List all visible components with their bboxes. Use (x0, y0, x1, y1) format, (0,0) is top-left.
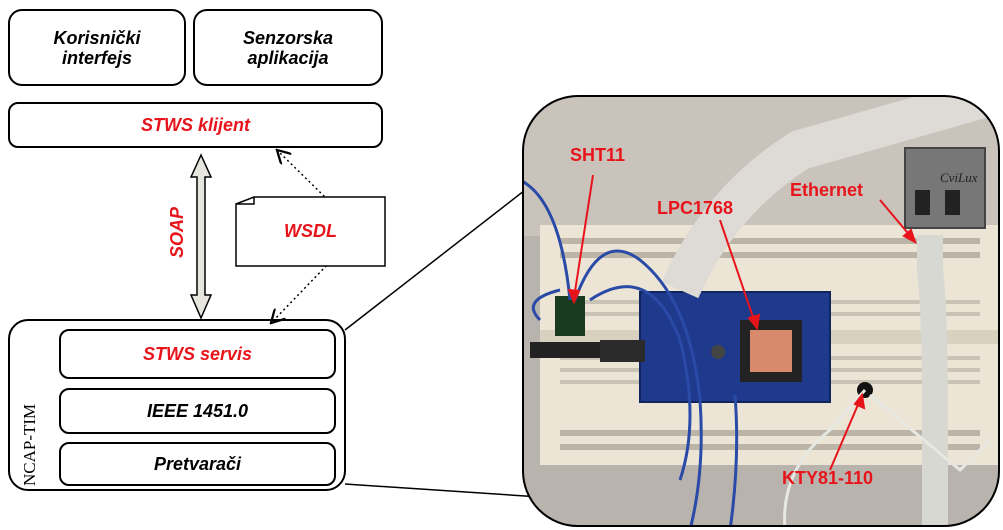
wsdl-label: WSDL (284, 221, 337, 241)
cvilux-text: CviLux (940, 170, 978, 185)
sensor-application-box: Senzorska aplikacija (193, 9, 383, 86)
ethernet-label: Ethernet (790, 180, 863, 200)
ncap-tim-label: NCAP-TIM (20, 403, 39, 486)
kty81-label: KTY81-110 (782, 468, 873, 488)
transducers-label: Pretvarači (153, 454, 242, 474)
user-interface-line1: Korisnički (53, 27, 141, 48)
sensor-application-line1: Senzorska (242, 27, 334, 48)
photo-annotation-arrows (567, 174, 917, 471)
soap-double-arrow (189, 153, 213, 320)
user-interface-line2: interfejs (61, 47, 133, 68)
transducers-box: Pretvarači (59, 442, 336, 486)
wsdl-document-shape (235, 196, 386, 267)
zoom-connector-top (344, 179, 539, 331)
user-interface-box: Korisnički interfejs (8, 9, 186, 86)
ieee-1451-label: IEEE 1451.0 (146, 401, 249, 421)
ieee-1451-box: IEEE 1451.0 (59, 388, 336, 434)
soap-label: SOAP (167, 206, 187, 258)
sht11-label: SHT11 (570, 145, 625, 165)
sensor-application-line2: aplikacija (247, 47, 329, 68)
hardware-photo: CviLux (523, 96, 999, 526)
wsdl-dotted-arrows (272, 151, 331, 322)
lpc1768-label: LPC1768 (657, 198, 733, 218)
ncap-tim-container (8, 319, 346, 491)
stws-client-label: STWS klijent (140, 115, 250, 135)
stws-service-box: STWS servis (59, 329, 336, 379)
photo-frame (522, 95, 1000, 527)
stws-client-box: STWS klijent (8, 102, 383, 148)
stws-service-label: STWS servis (142, 344, 253, 364)
zoom-connector-bottom (344, 483, 541, 498)
